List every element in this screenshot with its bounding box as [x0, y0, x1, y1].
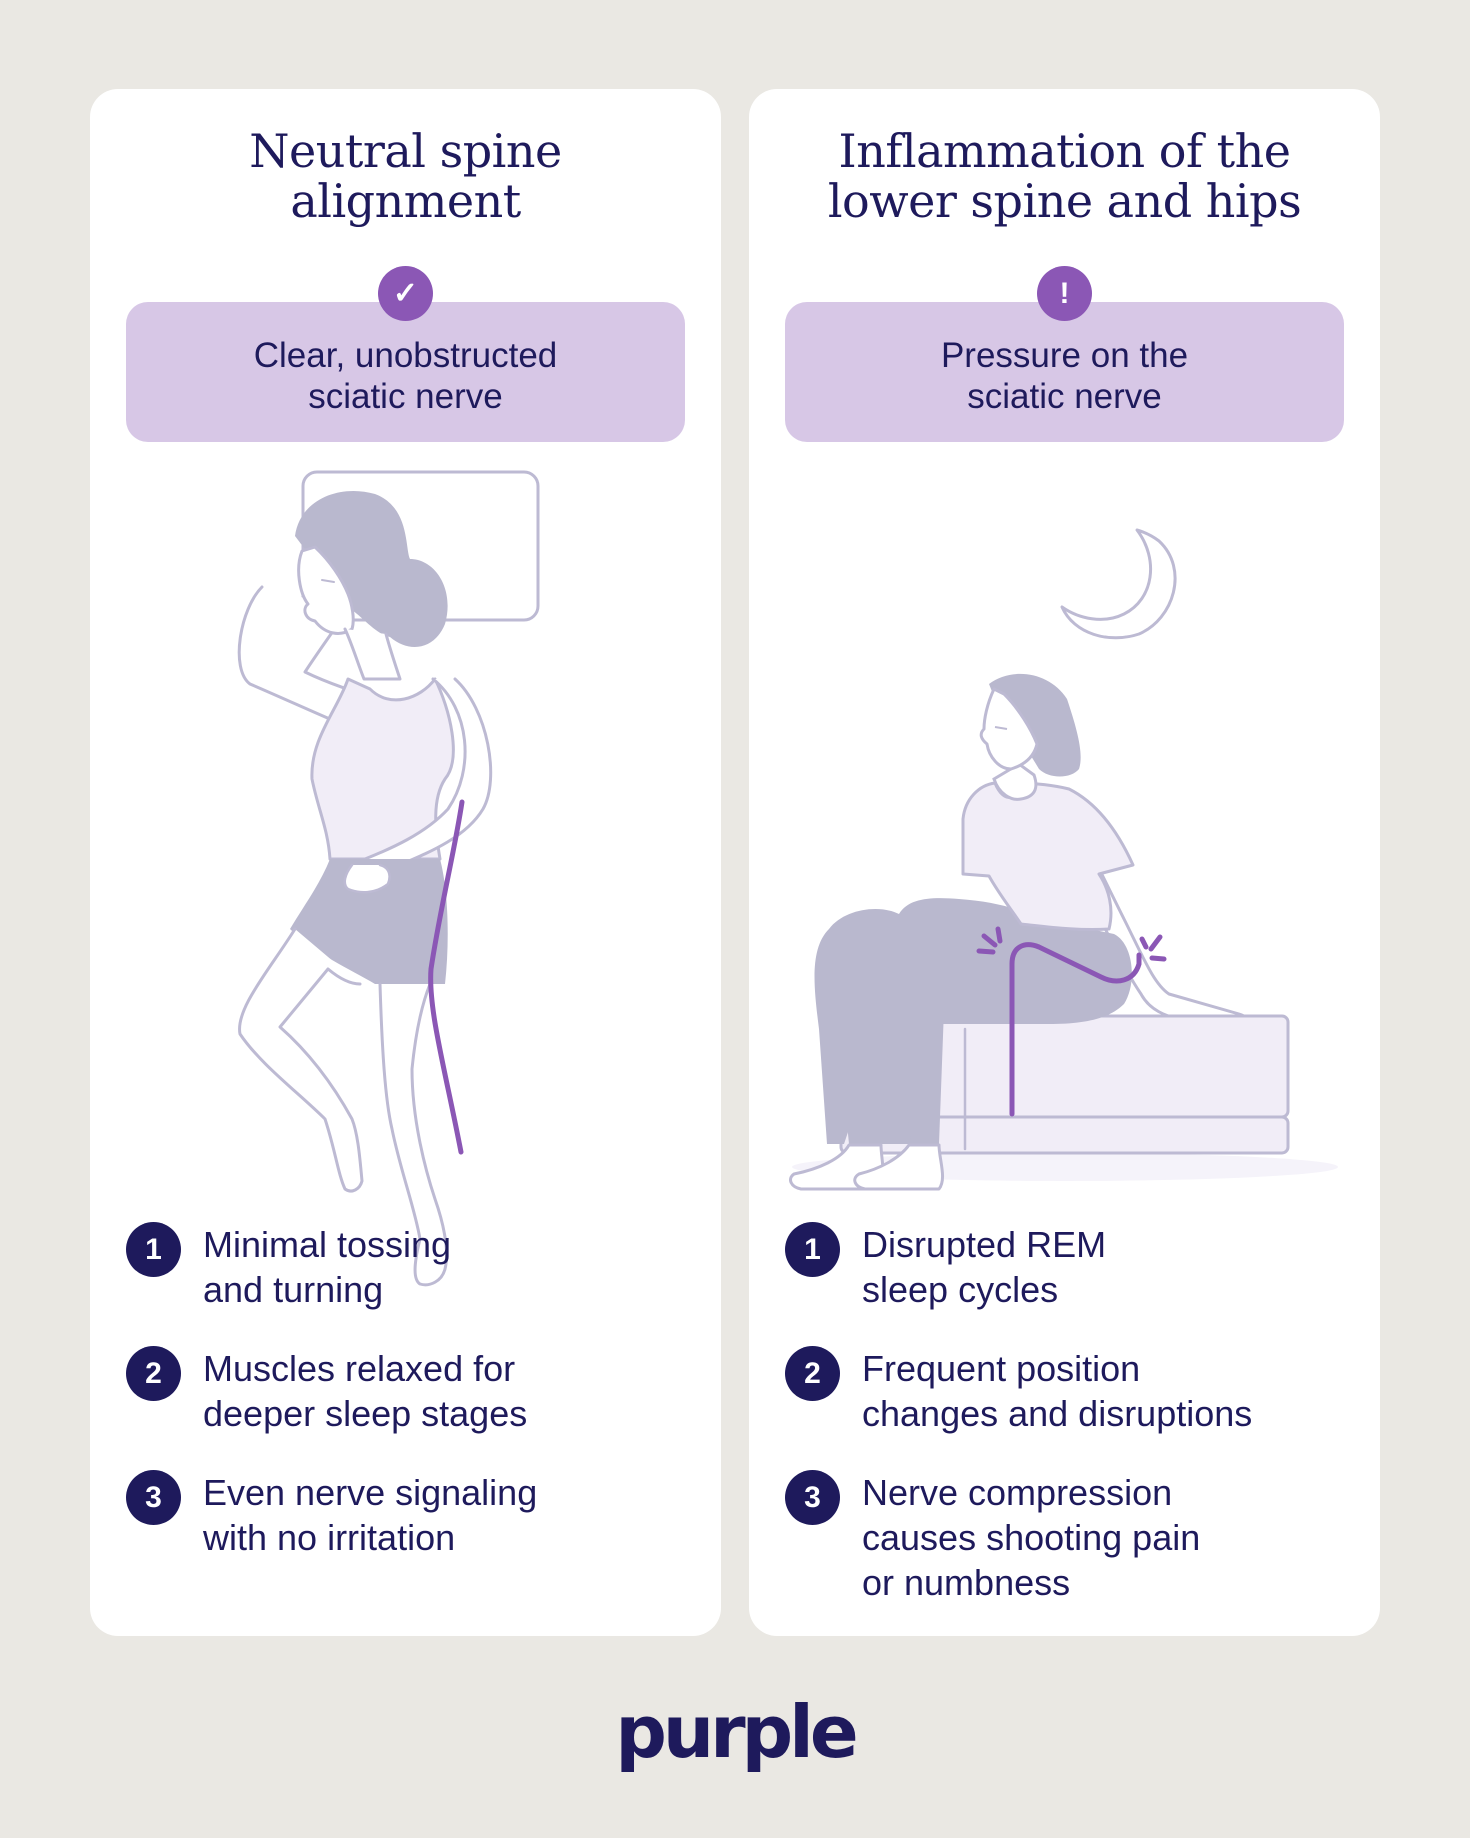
number-badge: 2: [785, 1346, 840, 1401]
sitting-pain-illustration: [789, 528, 1338, 1191]
list-item: 3 Even nerve signaling with no irritatio…: [126, 1470, 701, 1560]
list-item-text: Minimal tossing and turning: [203, 1224, 452, 1310]
number-badge: 3: [785, 1470, 840, 1525]
left-callout-text: Clear, unobstructed sciatic nerve: [253, 336, 558, 416]
list-item: 1 Minimal tossing and turning: [126, 1222, 701, 1312]
number-badge: 1: [785, 1222, 840, 1277]
right-panel-card: Inflammation of the lower spine and hips…: [749, 89, 1380, 1636]
number-badge: 2: [126, 1346, 181, 1401]
list-item: 2 Muscles relaxed for deeper sleep stage…: [126, 1346, 701, 1436]
right-panel-title: Inflammation of the lower spine and hips: [749, 126, 1380, 226]
list-item: 1 Disrupted REM sleep cycles: [785, 1222, 1360, 1312]
exclamation-icon: !: [1037, 266, 1092, 321]
number-badge: 1: [126, 1222, 181, 1277]
list-item-text: Frequent position changes and disruption…: [862, 1348, 1253, 1434]
right-callout: Pressure on the sciatic nerve: [785, 302, 1344, 442]
left-title-line-2: alignment: [290, 174, 521, 228]
sciatic-nerve-line-compressed: [1009, 942, 1142, 1117]
list-item-text: Even nerve signaling with no irritation: [203, 1472, 538, 1558]
right-effects-list: 1 Disrupted REM sleep cycles 2 Frequent …: [785, 1222, 1360, 1639]
right-title-line-1: Inflammation of the: [838, 124, 1291, 178]
left-title-line-1: Neutral spine: [249, 124, 562, 178]
right-callout-text: Pressure on the sciatic nerve: [940, 336, 1189, 416]
left-benefits-list: 1 Minimal tossing and turning 2 Muscles …: [126, 1222, 701, 1594]
list-item-text: Muscles relaxed for deeper sleep stages: [203, 1348, 528, 1434]
right-title-line-2: lower spine and hips: [827, 174, 1302, 228]
number-badge: 3: [126, 1470, 181, 1525]
check-icon: ✓: [378, 266, 433, 321]
left-panel-title: Neutral spine alignment: [90, 126, 721, 226]
shorts: [290, 859, 448, 984]
moon-icon: [1060, 528, 1177, 640]
side-sleeper-illustration: [237, 470, 540, 1287]
sciatic-nerve-line-aligned: [428, 799, 465, 1155]
pain-mark-hip: [1139, 934, 1167, 962]
purple-brand-logo: purple: [615, 1690, 858, 1774]
left-panel-card: Neutral spine alignment ✓ Clear, unobstr…: [90, 89, 721, 1636]
list-item: 2 Frequent position changes and disrupti…: [785, 1346, 1360, 1436]
tank-top: [310, 677, 455, 861]
left-callout: Clear, unobstructed sciatic nerve: [126, 302, 685, 442]
list-item-text: Nerve compression causes shooting pain o…: [862, 1472, 1201, 1603]
list-item-text: Disrupted REM sleep cycles: [862, 1224, 1107, 1310]
list-item: 3 Nerve compression causes shooting pain…: [785, 1470, 1360, 1605]
hair: [989, 673, 1081, 777]
pain-mark-knee: [976, 926, 1003, 955]
